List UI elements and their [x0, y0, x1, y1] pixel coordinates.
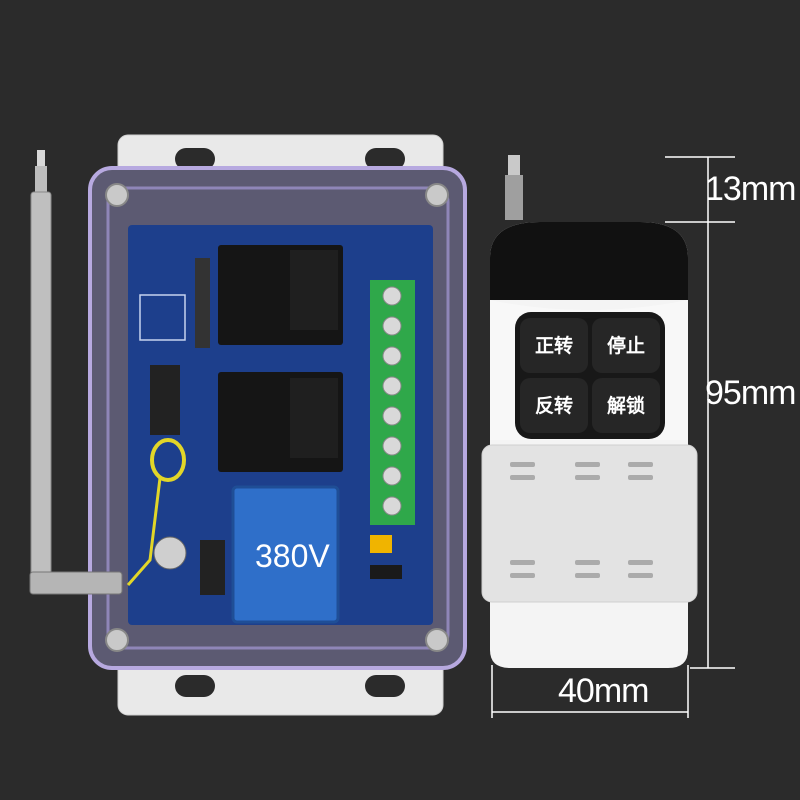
terminal-screws — [382, 286, 402, 516]
remote-antenna — [505, 175, 523, 220]
button-forward-bg — [520, 318, 588, 373]
microcontroller — [150, 365, 180, 435]
transformer-voltage-label: 380V — [255, 538, 330, 574]
dimension-lines — [491, 156, 735, 718]
button-unlock[interactable]: 解锁 — [606, 395, 645, 417]
button-stop[interactable]: 停止 — [606, 335, 645, 357]
antenna-dimension-label: 13mm — [705, 170, 796, 208]
receiver-graphic — [29, 134, 467, 716]
button-forward[interactable]: 正转 — [534, 335, 573, 357]
transformer — [231, 485, 340, 624]
remote-control: 正转 停止 反转 解锁 13mm 95mm 40mm — [480, 0, 800, 800]
antenna-coil — [150, 438, 186, 482]
remote-belt-clip — [481, 444, 698, 603]
enclosure-screws — [105, 183, 449, 652]
mounting-hole-top-right — [365, 148, 405, 170]
button-stop-bg — [592, 318, 660, 373]
mounting-hole-bottom-right — [365, 675, 405, 697]
capacitor — [153, 536, 187, 570]
width-dimension-label: 40mm — [558, 672, 649, 710]
mounting-hole-bottom-left — [175, 675, 215, 697]
remote-top-cover — [490, 222, 688, 300]
length-dimension-label: 95mm — [705, 374, 796, 412]
button-reverse[interactable]: 反转 — [534, 395, 573, 417]
remote-antenna-tip — [508, 155, 520, 177]
telescopic-antenna — [29, 150, 123, 595]
receiver-unit: 380V — [29, 134, 467, 716]
button-reverse-bg — [520, 378, 588, 433]
button-unlock-bg — [592, 378, 660, 433]
clip-vents — [510, 462, 653, 578]
mounting-hole-top-left — [175, 148, 215, 170]
remote-graphic — [481, 155, 735, 718]
